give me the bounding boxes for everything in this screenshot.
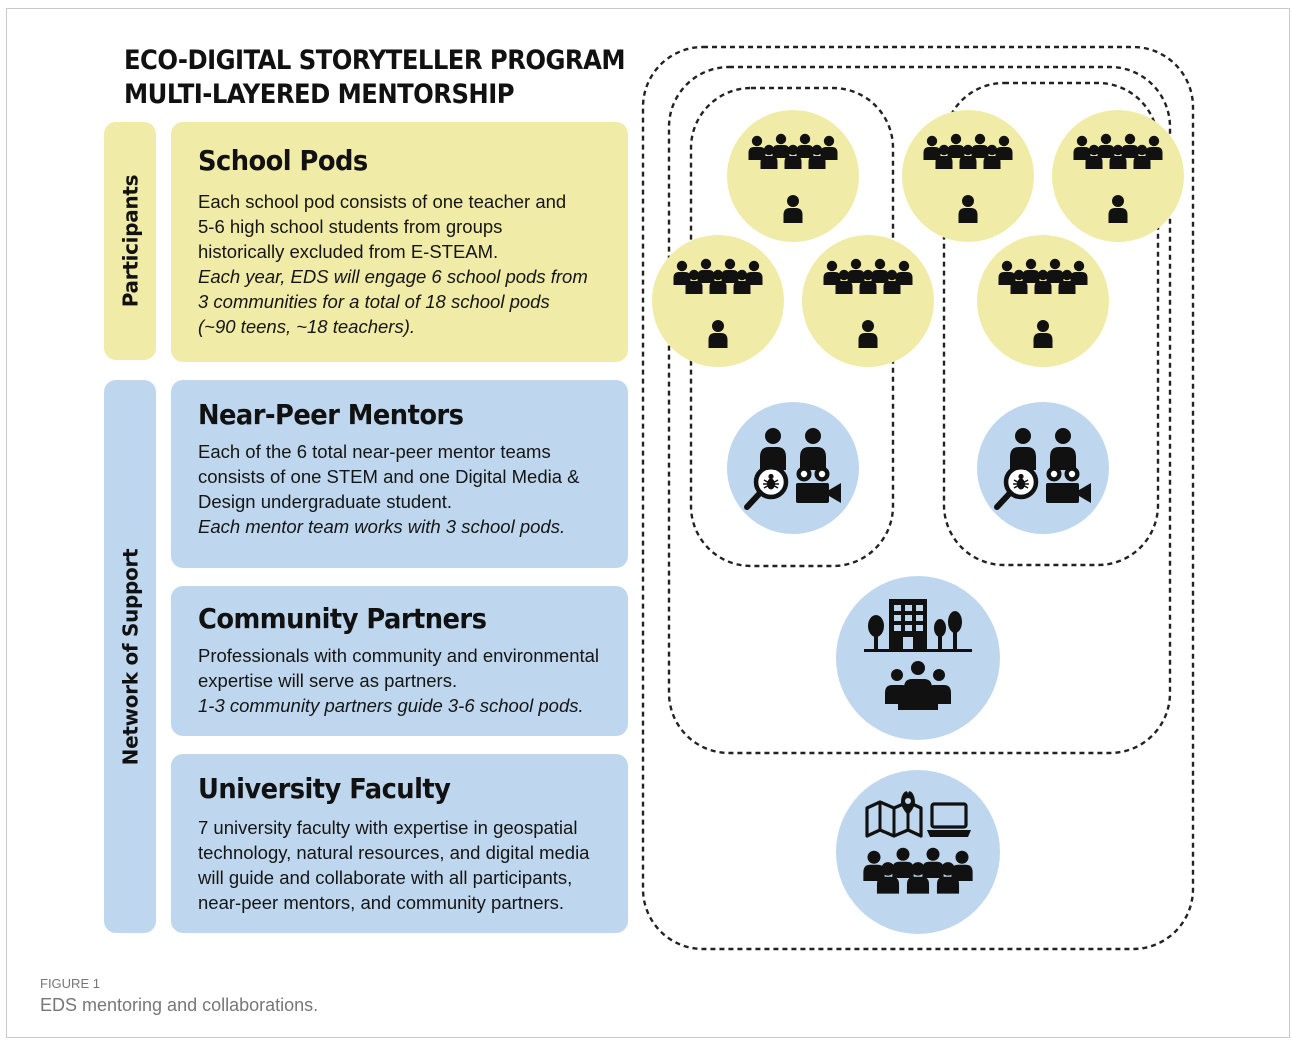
diagram-title: ECO-DIGITAL STORYTELLER PROGRAM MULTI-LA…	[124, 44, 626, 112]
map-laptop-faculty-icon	[863, 791, 973, 894]
card-line: historically excluded from E-STEAM.	[198, 241, 499, 262]
participants-sidebar: Participants	[104, 122, 156, 360]
card-italic-line: 1-3 community partners guide 3-6 school …	[198, 695, 584, 716]
card-line: Professionals with community and environ…	[198, 645, 600, 666]
card-italic-line: (~90 teens, ~18 teachers).	[198, 316, 415, 337]
card-line: Each school pod consists of one teacher …	[198, 191, 567, 212]
card-line: technology, natural resources, and digit…	[198, 842, 590, 863]
card-heading: Community Partners	[198, 602, 487, 635]
school-pods-card: School Pods Each school pod consists of …	[171, 122, 628, 362]
faculty-node	[836, 770, 1000, 934]
figure-frame	[6, 8, 1290, 1038]
title-line-1: ECO-DIGITAL STORYTELLER PROGRAM	[124, 45, 626, 76]
figure-caption: EDS mentoring and collaborations.	[40, 995, 319, 1015]
card-line: 7 university faculty with expertise in g…	[198, 817, 578, 838]
near-peer-mentor-node	[977, 402, 1109, 534]
card-heading: Near-Peer Mentors	[198, 398, 464, 431]
card-line: Each of the 6 total near-peer mentor tea…	[198, 441, 551, 462]
school-pod-node	[977, 235, 1109, 367]
card-line: consists of one STEM and one Digital Med…	[198, 466, 580, 487]
card-line: will guide and collaborate with all part…	[198, 867, 573, 888]
city-community-icon	[864, 599, 972, 710]
card-italic-line: Each mentor team works with 3 school pod…	[198, 516, 566, 537]
card-line: near-peer mentors, and community partner…	[198, 892, 565, 913]
school-pod-node	[1052, 110, 1184, 242]
network-sidebar: Network of Support	[104, 380, 156, 933]
title-line-2: MULTI-LAYERED MENTORSHIP	[124, 79, 515, 110]
card-heading: University Faculty	[198, 772, 451, 805]
near-peer-mentor-node	[727, 402, 859, 534]
card-italic-line: Each year, EDS will engage 6 school pods…	[198, 266, 588, 287]
community-partner-node	[836, 576, 1000, 740]
near-peer-card: Near-Peer Mentors Each of the 6 total ne…	[171, 380, 628, 568]
school-pod-node	[652, 235, 784, 367]
card-line: expertise will serve as partners.	[198, 670, 458, 691]
school-pod-node	[802, 235, 934, 367]
mentor-team-boundary-right	[942, 81, 1160, 567]
community-card: Community Partners Professionals with co…	[171, 586, 628, 736]
card-line: 5-6 high school students from groups	[198, 216, 503, 237]
faculty-card: University Faculty 7 university faculty …	[171, 754, 628, 933]
card-line: Design undergraduate student.	[198, 491, 453, 512]
school-pod-node	[727, 110, 859, 242]
card-heading: School Pods	[198, 144, 368, 177]
figure-label: FIGURE 1	[40, 976, 100, 991]
school-pod-node	[902, 110, 1034, 242]
faculty-boundary	[641, 45, 1195, 951]
community-boundary	[667, 65, 1172, 755]
card-italic-line: 3 communities for a total of 18 school p…	[198, 291, 550, 312]
